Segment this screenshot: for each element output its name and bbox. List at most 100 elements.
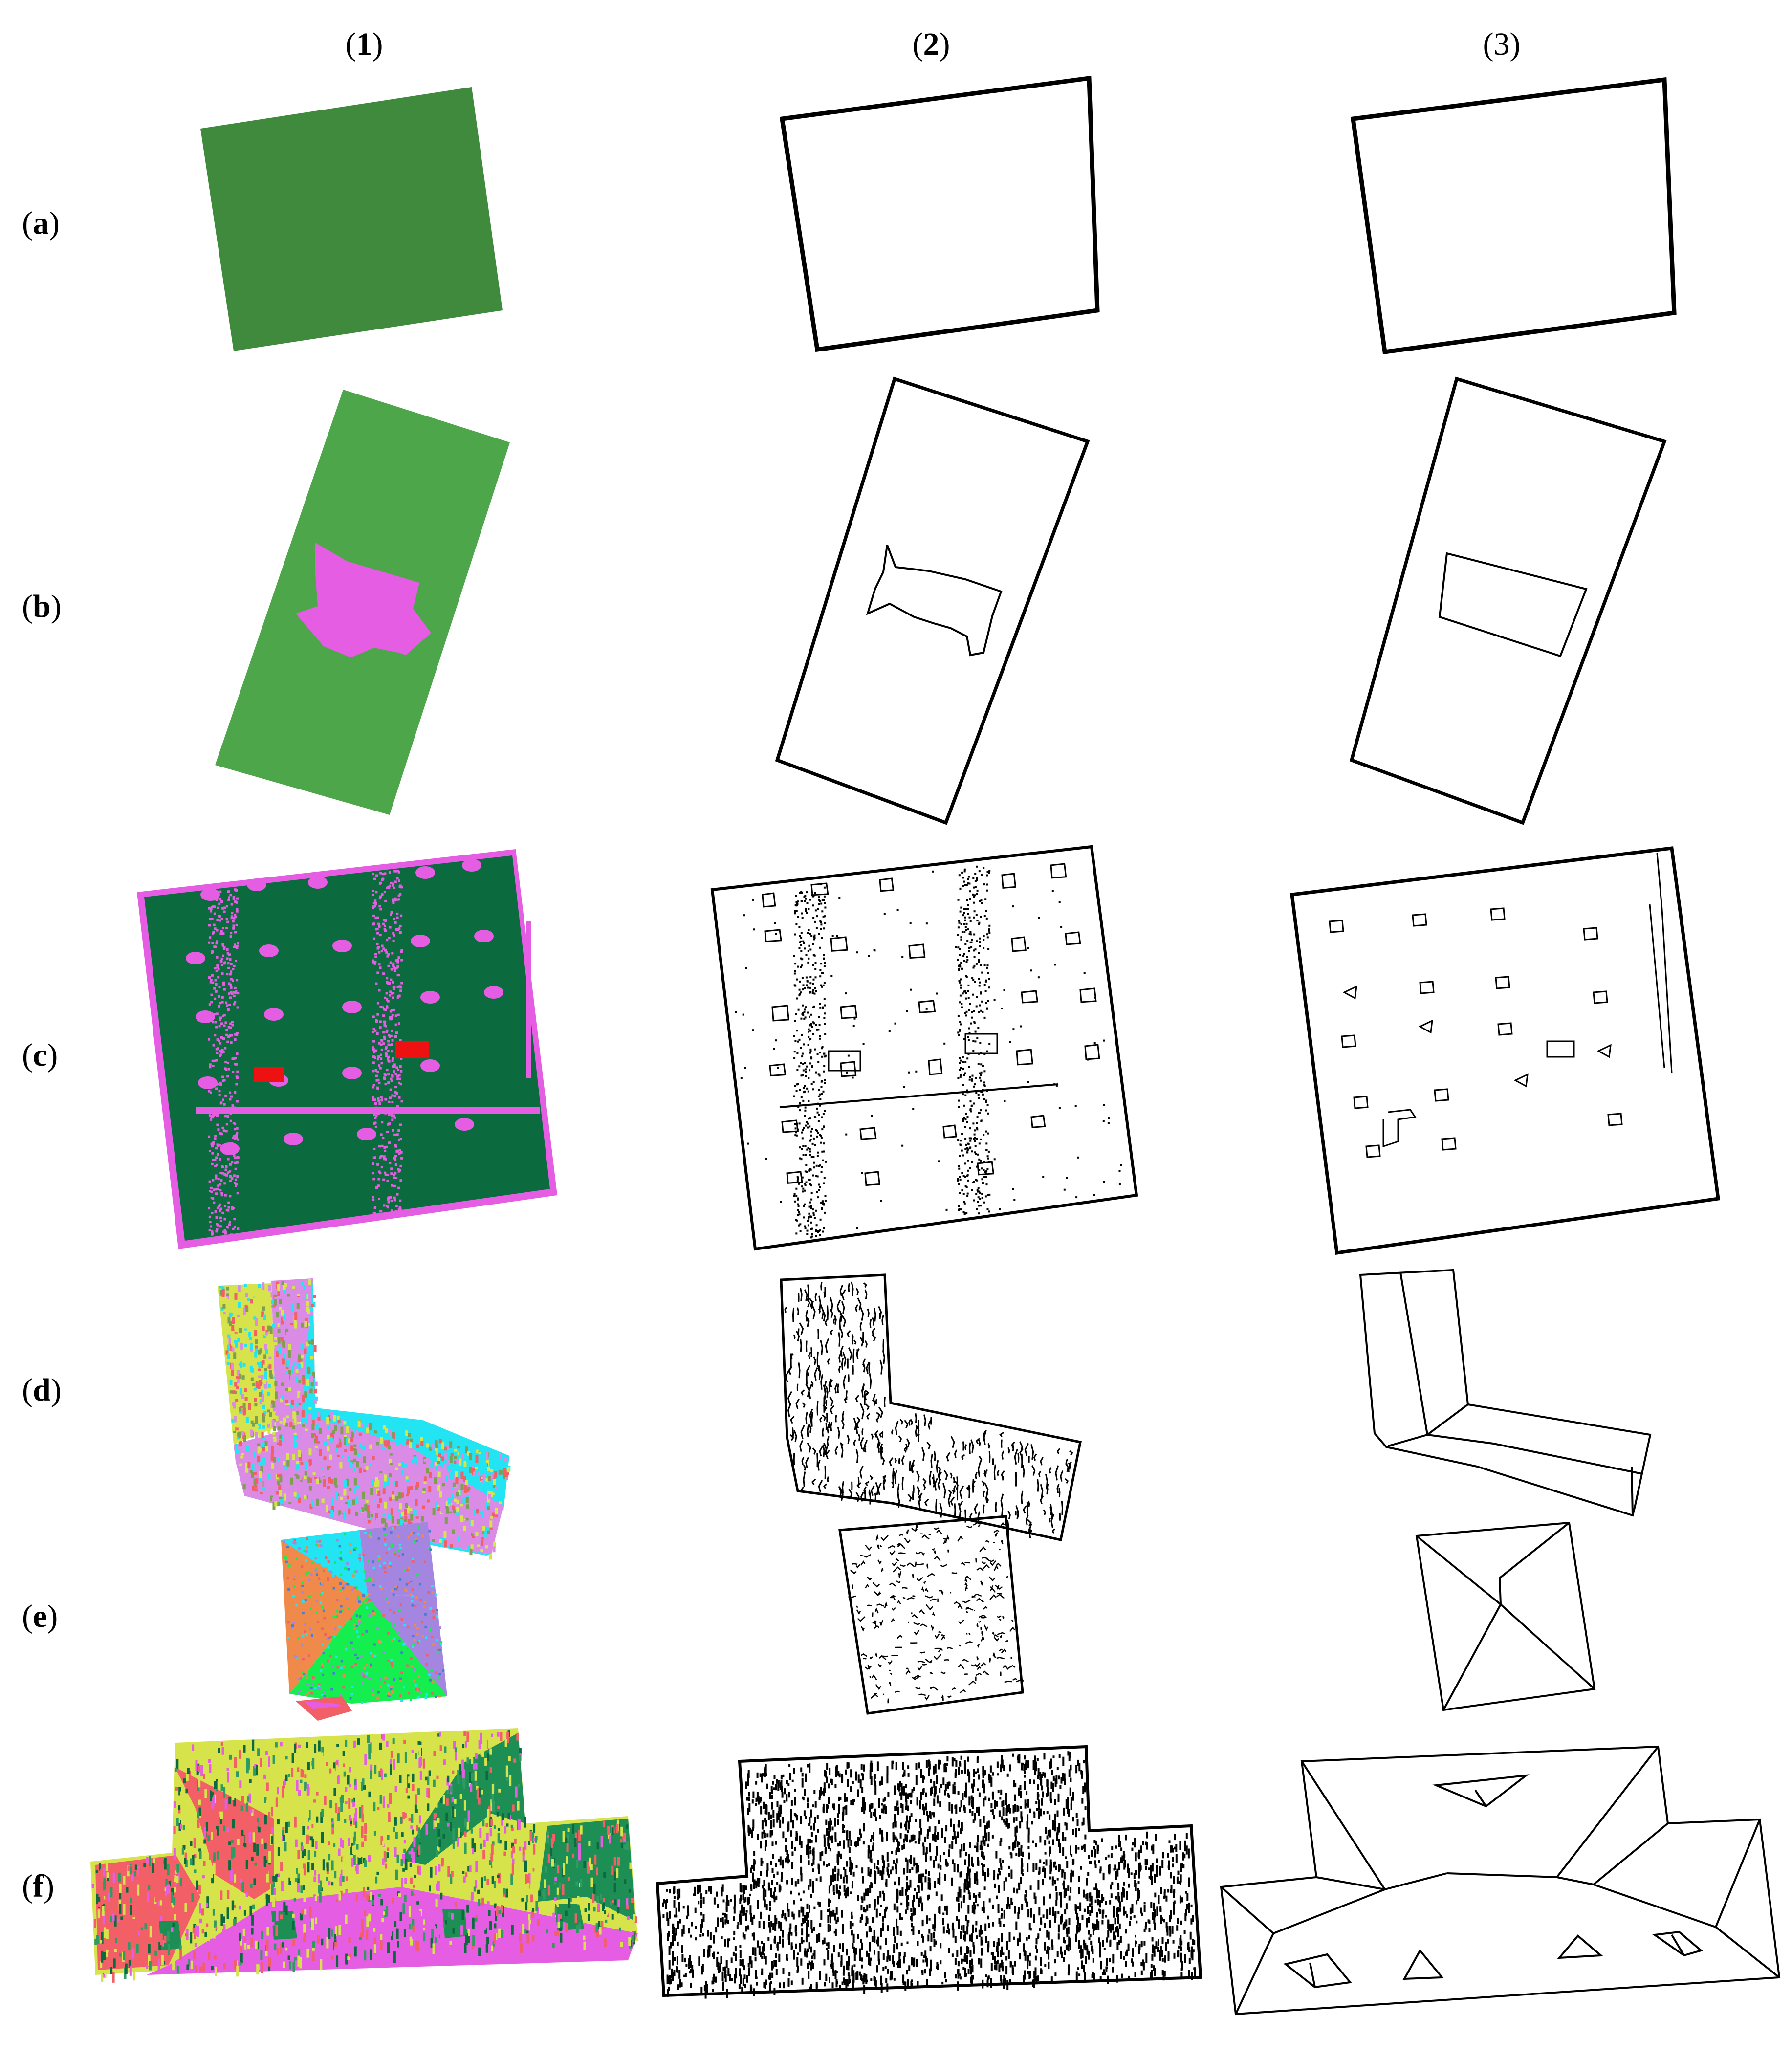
noise-point (259, 1380, 262, 1386)
noise-point (258, 1350, 261, 1355)
noise-point (293, 1380, 296, 1386)
noise-point (384, 899, 387, 902)
noise-point (385, 1428, 388, 1433)
noise-point (425, 1636, 428, 1639)
noise-point (202, 1962, 205, 1972)
noise-point (489, 1554, 492, 1560)
noise-point (503, 1476, 506, 1480)
noise-point (411, 1750, 414, 1753)
noise-point (964, 884, 966, 886)
noise-point (805, 1071, 807, 1073)
noise-point (208, 907, 211, 910)
noise-point (416, 1491, 419, 1495)
noise-point (267, 1392, 270, 1396)
noise-point (354, 1946, 357, 1957)
noise-point (603, 1872, 606, 1878)
noise-point (378, 951, 381, 954)
noise-point (296, 1780, 299, 1791)
noise-line (905, 1667, 909, 1670)
noise-point (823, 965, 826, 967)
noise-point (390, 1758, 393, 1762)
noise-point (403, 1438, 406, 1445)
noise-point (456, 1509, 459, 1516)
noise-point (987, 1150, 990, 1153)
noise-line (988, 1451, 991, 1463)
noise-point (308, 1459, 312, 1466)
noise-point (458, 1490, 461, 1495)
noise-point (446, 1445, 449, 1449)
noise-point (427, 1591, 430, 1594)
noise-point (225, 1033, 228, 1036)
noise-point (497, 1833, 500, 1843)
noise-point (222, 981, 225, 984)
noise-point (216, 1114, 219, 1117)
noise-line (856, 1482, 862, 1489)
noise-point (295, 1604, 298, 1607)
noise-point (392, 940, 395, 942)
noise-point (370, 1652, 372, 1655)
noise-point (277, 1847, 280, 1856)
noise-point (389, 1016, 392, 1019)
noise-point (394, 1155, 397, 1157)
noise-point (976, 877, 978, 879)
noise-line (1060, 1470, 1064, 1482)
noise-point (396, 870, 399, 872)
noise-point (988, 1193, 991, 1196)
noise-line (915, 1524, 918, 1530)
noise-point (343, 1584, 346, 1587)
noise-point (802, 988, 804, 991)
noise-point (381, 878, 384, 881)
noise-point (360, 1672, 363, 1675)
noise-point (393, 1095, 396, 1097)
noise-point (959, 1062, 961, 1064)
noise-line (799, 1440, 804, 1452)
noise-point (314, 1870, 317, 1876)
row-label-d: (d) (22, 1372, 62, 1408)
noise-point (230, 915, 233, 918)
noise-point (810, 1192, 813, 1194)
noise-point (302, 1690, 305, 1693)
noise-point (810, 1130, 812, 1133)
noise-point (275, 1415, 279, 1421)
noise-point (254, 1330, 258, 1337)
noise-point (280, 1742, 283, 1747)
noise-point (234, 914, 237, 917)
noise-point (807, 1220, 809, 1222)
noise-point (399, 893, 402, 896)
noise-point (811, 1128, 813, 1130)
noise-point (412, 1852, 415, 1863)
noise-point (457, 1778, 460, 1784)
noise-point (318, 1428, 322, 1434)
noise-point (1001, 1008, 1003, 1009)
noise-point (466, 1504, 469, 1509)
noise-point (372, 1040, 375, 1043)
noise-point (372, 1070, 374, 1073)
noise-point (362, 1491, 365, 1499)
noise-point (459, 1452, 462, 1458)
noise-point (234, 1182, 237, 1184)
noise-point (487, 1530, 490, 1534)
noise-point (348, 1500, 351, 1507)
noise-point (307, 1340, 311, 1344)
noise-point (233, 1135, 236, 1138)
noise-point (300, 1425, 304, 1432)
noise-point (798, 1183, 800, 1185)
noise-point (959, 954, 961, 956)
noise-point (223, 1079, 226, 1082)
noise-point (383, 1020, 386, 1023)
noise-point (222, 932, 225, 935)
noise-point (267, 1474, 271, 1480)
noise-point (308, 1448, 312, 1456)
noise-point (960, 962, 962, 964)
noise-point (211, 1832, 213, 1840)
noise-point (412, 1532, 415, 1534)
noise-point (334, 1561, 337, 1564)
f1-roof-segments (90, 1696, 638, 1975)
noise-point (229, 1390, 233, 1394)
noise-point (390, 911, 393, 914)
noise-point (242, 1484, 246, 1490)
noise-point (808, 929, 810, 931)
noise-point (807, 1090, 809, 1093)
noise-point (250, 1381, 254, 1385)
noise-point (218, 898, 221, 901)
